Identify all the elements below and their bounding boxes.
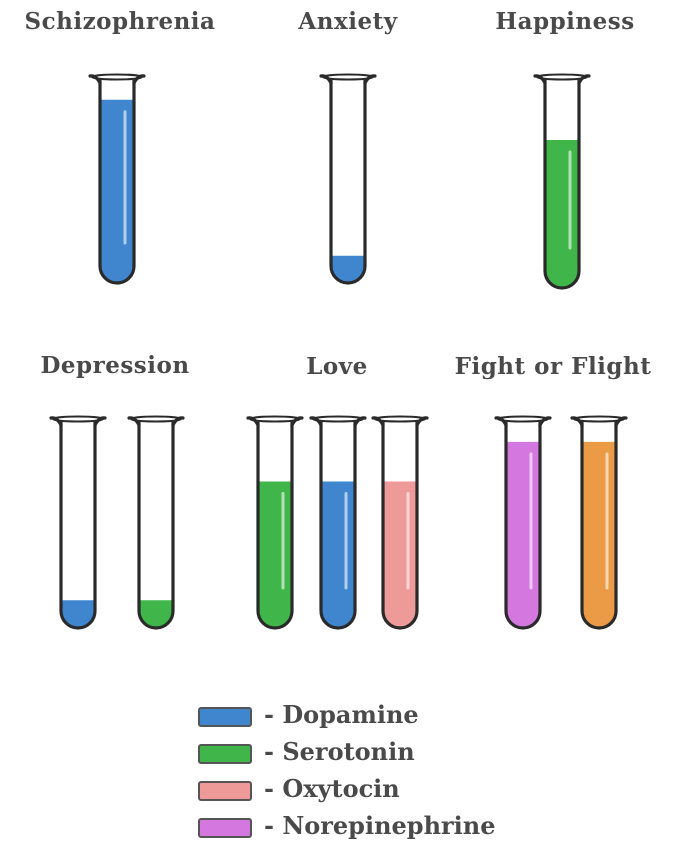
- test-tube-3-1: [129, 417, 183, 629]
- liquid-norepinephrine: [506, 442, 540, 628]
- tube-mouth: [498, 417, 548, 422]
- liquid-adrenaline: [582, 442, 616, 628]
- test-tube-0-0: [90, 75, 144, 284]
- test-tube-1-0: [321, 75, 375, 284]
- tube-mouth: [574, 417, 624, 422]
- test-tube-4-0: [248, 417, 302, 628]
- liquid-dopamine: [321, 481, 355, 628]
- tube-outline: [61, 422, 95, 628]
- legend-label-serotonin: - Serotonin: [264, 737, 415, 766]
- test-tube-4-2: [373, 417, 427, 629]
- tube-mouth: [537, 75, 587, 80]
- tube-mouth: [92, 75, 142, 80]
- test-tube-2-0: [535, 75, 589, 289]
- liquid-serotonin: [545, 140, 579, 288]
- liquid-serotonin: [258, 481, 292, 628]
- tube-outline: [139, 422, 173, 628]
- legend-label-oxytocin: - Oxytocin: [264, 774, 400, 803]
- test-tubes-layer: [0, 0, 680, 700]
- tube-mouth: [323, 75, 373, 80]
- test-tube-5-1: [572, 417, 626, 629]
- test-tube-4-1: [311, 417, 365, 629]
- tube-mouth: [131, 417, 181, 422]
- tube-mouth: [313, 417, 363, 422]
- test-tube-3-0: [51, 417, 105, 629]
- legend-swatch-dopamine: [198, 707, 252, 727]
- tube-outline: [331, 80, 365, 283]
- legend-swatch-oxytocin: [198, 781, 252, 801]
- tube-mouth: [375, 417, 425, 422]
- legend-label-dopamine: - Dopamine: [264, 700, 419, 729]
- legend-swatch-norepinephrine: [198, 818, 252, 838]
- liquid-dopamine: [100, 100, 134, 283]
- tube-mouth: [250, 417, 300, 422]
- liquid-oxytocin: [383, 481, 417, 628]
- tube-mouth: [53, 417, 103, 422]
- legend-label-norepinephrine: - Norepinephrine: [264, 811, 496, 840]
- test-tube-5-0: [496, 417, 550, 629]
- legend-swatch-serotonin: [198, 744, 252, 764]
